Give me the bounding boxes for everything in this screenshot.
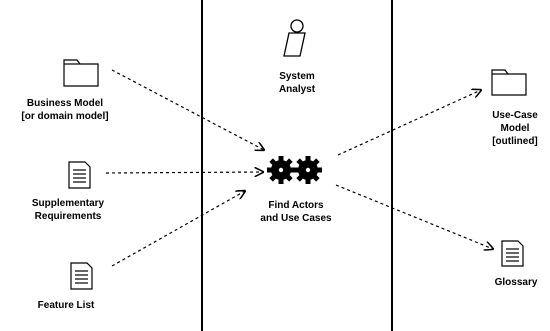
document-icon xyxy=(501,240,524,267)
output-use-case-model-line1: Use-Case xyxy=(492,110,538,121)
input-business-model-line2: [or domain model] xyxy=(21,111,108,122)
activity-name-line2: and Use Cases xyxy=(260,213,332,224)
input-business-model-line1: Business Model xyxy=(27,98,103,109)
output-glossary-label: Glossary xyxy=(495,277,538,288)
folder-icon xyxy=(491,69,527,96)
flow-arrow-supplementary xyxy=(105,172,263,173)
activity-name-line1: Find Actors xyxy=(268,200,324,211)
folder-icon xyxy=(63,59,99,87)
input-supplementary-line2: Requirements xyxy=(35,211,102,222)
flow-arrow-business-model xyxy=(111,69,264,150)
input-feature-list-label: Feature List xyxy=(38,300,95,311)
worker-name-line1: System xyxy=(279,71,315,82)
gears-icon xyxy=(267,156,322,184)
output-use-case-model-line2: Model xyxy=(501,123,530,134)
flow-arrow-glossary xyxy=(335,184,493,249)
document-icon xyxy=(68,161,91,189)
flow-arrow-use-case-model xyxy=(337,90,481,156)
worker-name-line2: Analyst xyxy=(279,84,316,95)
input-supplementary-line1: Supplementary xyxy=(32,198,105,209)
flow-arrow-feature-list xyxy=(111,191,245,267)
worker-icon xyxy=(283,19,306,57)
document-icon xyxy=(70,262,93,290)
output-use-case-model-line3: [outlined] xyxy=(492,136,538,147)
